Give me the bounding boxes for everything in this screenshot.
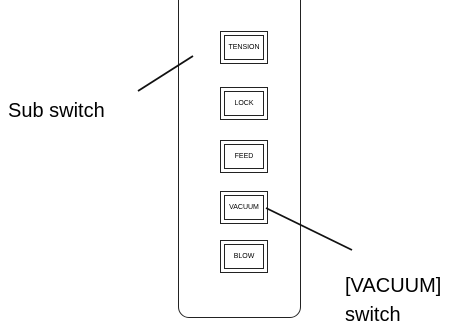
tension-switch[interactable]: TENSION <box>220 31 268 64</box>
vacuum-switch[interactable]: VACUUM <box>220 191 268 224</box>
sub-switch-callout: Sub switch <box>8 100 105 122</box>
lock-switch-label: LOCK <box>224 91 264 116</box>
vacuum-switch-label: VACUUM <box>224 195 264 220</box>
blow-switch[interactable]: BLOW <box>220 240 268 273</box>
vacuum-switch-callout-line2: switch <box>345 304 401 326</box>
feed-switch[interactable]: FEED <box>220 140 268 173</box>
vacuum-switch-callout-line1: [VACUUM] <box>345 275 442 297</box>
feed-switch-label: FEED <box>224 144 264 169</box>
lock-switch[interactable]: LOCK <box>220 87 268 120</box>
blow-switch-label: BLOW <box>224 244 264 269</box>
tension-switch-label: TENSION <box>224 35 264 60</box>
